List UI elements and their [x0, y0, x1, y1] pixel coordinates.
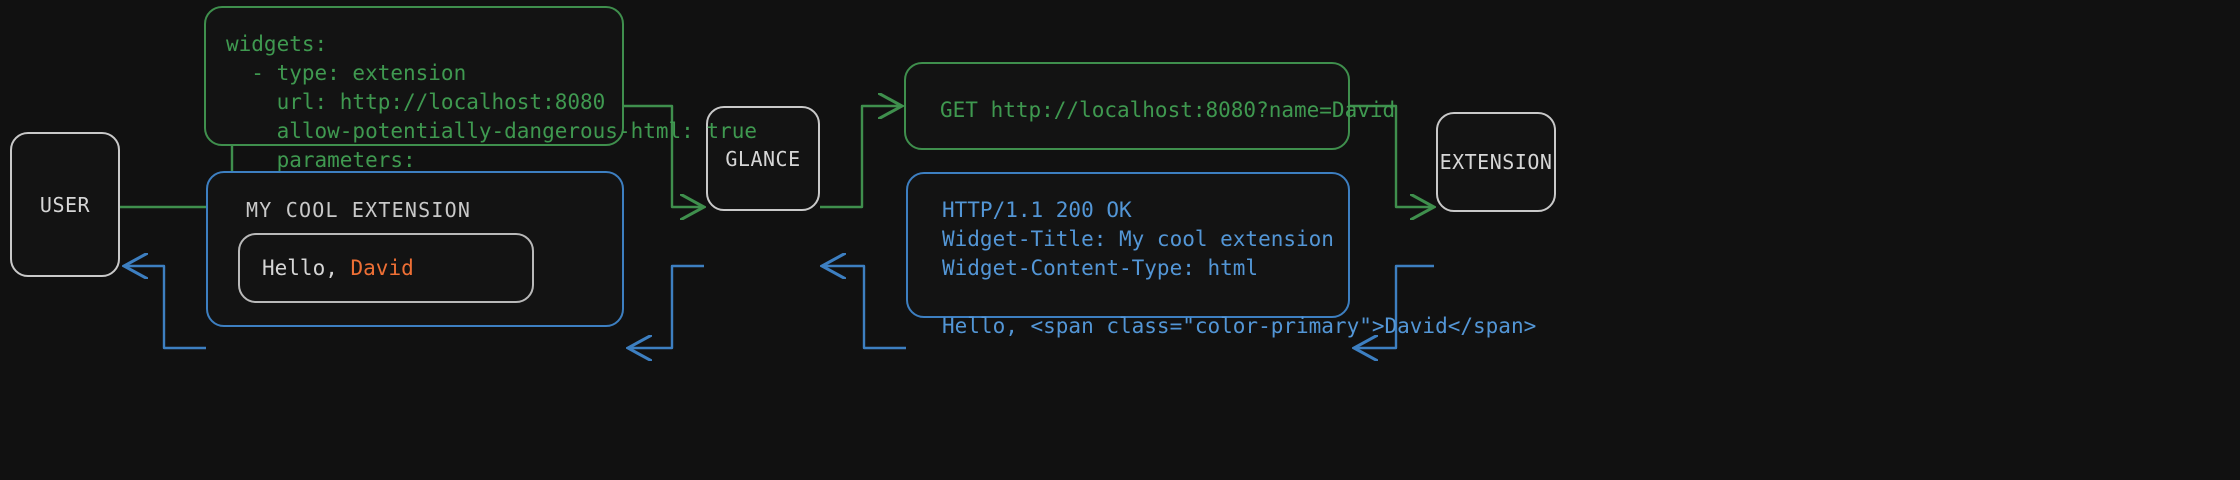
edge-response-to-glance	[822, 266, 906, 350]
widget-title: MY COOL EXTENSION	[246, 198, 472, 222]
widget-content-card: Hello, David	[238, 233, 534, 303]
http-response-box: HTTP/1.1 200 OK Widget-Title: My cool ex…	[906, 172, 1536, 338]
node-user[interactable]: USER	[10, 132, 120, 277]
widget-greeting: Hello, David	[240, 256, 414, 280]
edge-glance-to-request	[820, 106, 902, 209]
node-extension-label: EXTENSION	[1439, 150, 1553, 174]
node-extension[interactable]: EXTENSION	[1436, 112, 1556, 212]
http-request-box: GET http://localhost:8080?name=David	[904, 62, 1396, 150]
node-glance-label: GLANCE	[725, 146, 801, 171]
widget-greeting-prefix: Hello,	[262, 256, 351, 280]
config-yaml-box: widgets: - type: extension url: http://l…	[204, 6, 757, 201]
node-user-label: USER	[39, 192, 91, 217]
rendered-widget-box: MY COOL EXTENSION Hello, David	[206, 171, 624, 327]
edge-widget-to-user	[124, 266, 206, 350]
widget-greeting-name: David	[350, 256, 414, 280]
node-glance[interactable]: GLANCE	[706, 106, 820, 211]
http-response-text: HTTP/1.1 200 OK Widget-Title: My cool ex…	[942, 198, 1537, 338]
http-request-text: GET http://localhost:8080?name=David	[940, 98, 1396, 122]
edge-glance-to-widget	[628, 264, 704, 348]
config-yaml-text: widgets: - type: extension url: http://l…	[226, 32, 757, 201]
